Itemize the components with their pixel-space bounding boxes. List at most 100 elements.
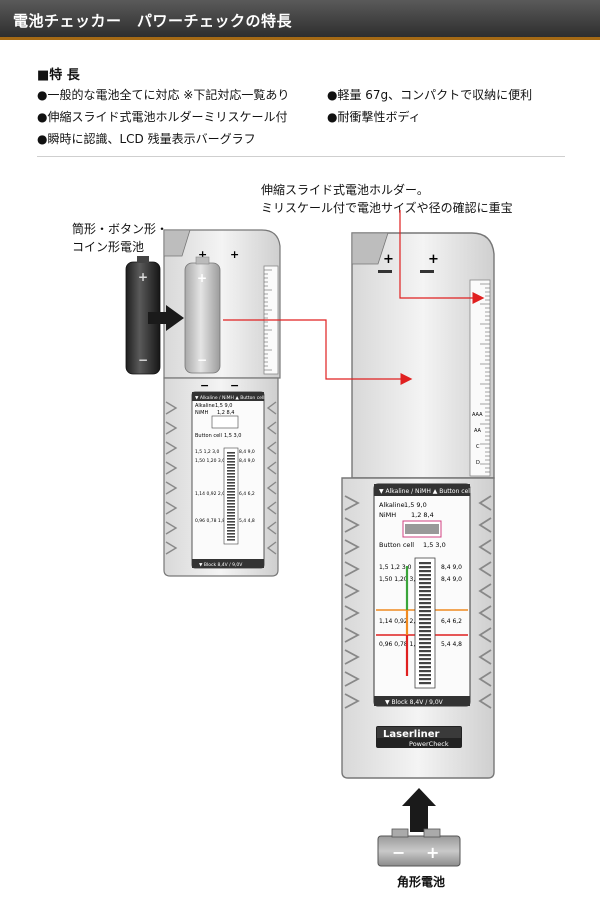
scale-c: C bbox=[476, 444, 480, 450]
feature-item: ●耐衝撃性ボディ bbox=[327, 110, 421, 124]
holder-note: 伸縮スライド式電池ホルダー。 ミリスケール付で電池サイズや径の確認に重宝 bbox=[261, 181, 513, 217]
bar-segment bbox=[419, 582, 431, 585]
small-scale-header: ▼ Alkaline / NiMH ▲ Button cell bbox=[195, 395, 264, 401]
grip-ridge bbox=[478, 649, 492, 665]
bar-segment bbox=[419, 642, 431, 645]
small-lcd-box bbox=[211, 415, 239, 429]
small-nimh: NiMH bbox=[195, 410, 208, 416]
bar-segment bbox=[419, 638, 431, 641]
grip-ridge bbox=[165, 461, 178, 475]
section-divider bbox=[37, 156, 565, 157]
bar-segment bbox=[419, 646, 431, 649]
large-button-vals: 1,5 3,0 bbox=[423, 541, 446, 549]
cylinder-label: 筒形・ボタン形・ コイン形電池 bbox=[72, 220, 168, 256]
brand-name: Laserliner bbox=[383, 729, 440, 740]
bar-segment bbox=[227, 536, 235, 538]
large-bargraph-segments bbox=[419, 562, 431, 685]
grip-ridge bbox=[344, 671, 360, 687]
grip-ridge bbox=[478, 561, 492, 577]
grip-ridge bbox=[478, 539, 492, 555]
bar-segment bbox=[227, 509, 235, 511]
bar-segment bbox=[227, 518, 235, 520]
large-holder bbox=[351, 232, 495, 479]
model-name: PowerCheck bbox=[409, 740, 449, 748]
feature-item: ●一般的な電池全てに対応 ※下記対応一覧あり bbox=[37, 88, 290, 102]
bar-segment bbox=[227, 533, 235, 535]
large-device: AAA AA C D + + ▼ Alkaline / NiMH ▲ Butto… bbox=[341, 232, 495, 779]
up-arrow-icon bbox=[402, 788, 436, 832]
bar-segment bbox=[227, 476, 235, 478]
feature-item: ●伸縮スライド式電池ホルダーミリスケール付 bbox=[37, 110, 288, 124]
grip-ridge bbox=[344, 627, 360, 643]
bar-segment bbox=[227, 530, 235, 532]
bar-segment bbox=[419, 622, 431, 625]
bar-segment bbox=[419, 658, 431, 661]
small-row3-left: 0,96 0,78 1,8 bbox=[195, 518, 225, 524]
bar-segment bbox=[419, 662, 431, 665]
small-row1-left: 1,50 1,20 3,0 bbox=[195, 458, 225, 464]
grip-ridge bbox=[478, 693, 492, 709]
bar-segment bbox=[227, 482, 235, 484]
large-display-header bbox=[374, 484, 470, 496]
large-col-top: 1,5 1,2 3,0 bbox=[379, 564, 412, 571]
bar-segment bbox=[227, 512, 235, 514]
bar-segment bbox=[419, 650, 431, 653]
large-row3-left: 0,96 0,78 1,8 bbox=[379, 641, 419, 648]
small-col-top: 1,5 1,2 3,0 bbox=[195, 449, 219, 455]
lcd-segments bbox=[405, 524, 439, 534]
grip-ridge bbox=[165, 401, 178, 415]
small-button-vals: 1,5 3,0 bbox=[224, 433, 242, 439]
large-row2-right: 6,4 6,2 bbox=[441, 618, 462, 625]
battery-terminal bbox=[391, 828, 409, 838]
large-row2-left: 1,14 0,92 2,0 bbox=[379, 618, 419, 625]
bar-segment bbox=[419, 610, 431, 613]
holder-note-line: 伸縮スライド式電池ホルダー。 bbox=[261, 183, 429, 197]
small-display-footer bbox=[192, 559, 264, 568]
large-row1-left: 1,50 1,20 3,0 bbox=[379, 576, 419, 583]
large-holder-tip bbox=[351, 232, 389, 265]
scale-aaa: AAA bbox=[472, 412, 483, 418]
large-col-top-right: 8,4 9,0 bbox=[441, 564, 462, 571]
large-nimh: NiMH bbox=[379, 511, 396, 519]
grip-ridge bbox=[344, 561, 360, 577]
bar-segment bbox=[227, 458, 235, 460]
bar-segment bbox=[419, 682, 431, 685]
grip-ridge bbox=[266, 501, 277, 515]
bar-segment bbox=[227, 497, 235, 499]
feature-item: ●軽量 67g、コンパクトで収納に便利 bbox=[327, 88, 533, 102]
large-row1-right: 8,4 9,0 bbox=[441, 576, 462, 583]
grip-ridge bbox=[478, 495, 492, 511]
small-scale-ticks bbox=[264, 269, 272, 371]
bar-segment bbox=[227, 473, 235, 475]
bar-segment bbox=[419, 598, 431, 601]
bar-segment bbox=[227, 464, 235, 466]
square-battery bbox=[377, 835, 461, 867]
small-display-header bbox=[192, 392, 264, 401]
small-minus-label: − bbox=[230, 379, 239, 392]
bar-segment bbox=[227, 503, 235, 505]
bar-segment bbox=[227, 467, 235, 469]
grip-ridge bbox=[478, 671, 492, 687]
grip-ridge bbox=[344, 693, 360, 709]
bar-segment bbox=[227, 524, 235, 526]
small-device: + + + − − − ▼ Alkaline / NiMH ▲ Button c… bbox=[163, 229, 281, 577]
grip-ridge bbox=[165, 421, 178, 435]
battery-terminal bbox=[137, 256, 149, 263]
battery-plus-sign: + bbox=[197, 271, 207, 285]
grip-ridge bbox=[478, 605, 492, 621]
header-bar: 電池チェッカー パワーチェックの特長 bbox=[0, 0, 600, 40]
large-alkaline-vals: 1,5 9,0 bbox=[404, 501, 427, 509]
grip-ridge bbox=[266, 401, 277, 415]
bar-segment bbox=[419, 630, 431, 633]
bar-segment bbox=[227, 488, 235, 490]
battery-minus-sign: − bbox=[197, 353, 207, 367]
small-footer-text: ▼ Block 8,4V / 9,0V bbox=[199, 562, 243, 568]
small-grips bbox=[165, 401, 277, 555]
grip-ridge bbox=[344, 649, 360, 665]
grip-ridge bbox=[165, 501, 178, 515]
large-button-cell: Button cell bbox=[379, 541, 414, 549]
grip-ridge bbox=[344, 539, 360, 555]
bar-segment bbox=[227, 491, 235, 493]
contact-bar bbox=[378, 270, 392, 273]
